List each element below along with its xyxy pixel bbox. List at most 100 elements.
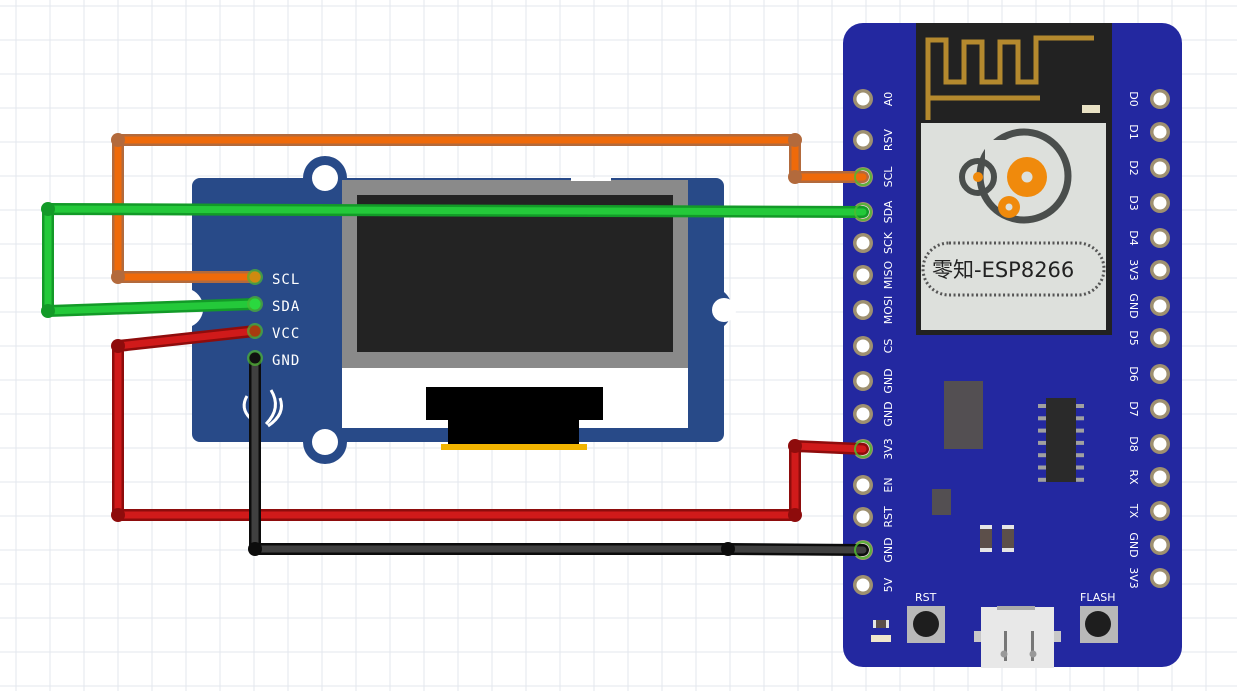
esp-pin-label: MISO — [882, 260, 895, 289]
seeed-logo — [242, 389, 283, 428]
flash-button[interactable] — [1080, 606, 1118, 643]
wire-endpoint — [854, 541, 872, 559]
oled-flex-cable-tail — [448, 419, 579, 444]
esp-pin-left-mosi[interactable]: MOSI — [853, 296, 895, 324]
wires — [41, 133, 872, 559]
esp-pin-label: D2 — [1127, 160, 1140, 175]
esp-pin-right-gnd[interactable]: GND — [1127, 293, 1170, 319]
esp-pin-right-d0[interactable]: D0 — [1127, 89, 1170, 109]
esp-pin-left-sck[interactable]: SCK — [853, 231, 895, 254]
esp-pin-left-a0[interactable]: A0 — [853, 89, 895, 109]
wire-bendpoint[interactable] — [721, 542, 735, 556]
oled-flex-cable — [426, 387, 603, 420]
module-led — [1082, 105, 1100, 113]
wifi-antenna — [925, 35, 1094, 120]
esp-pin-right-d8[interactable]: D8 — [1127, 434, 1170, 454]
esp-pin-label: 3V3 — [1127, 259, 1140, 281]
esp-pin-right-d3[interactable]: D3 — [1127, 193, 1170, 213]
esp-pin-label: 3V3 — [1127, 567, 1140, 589]
esp-pin-label: D0 — [1127, 91, 1140, 106]
micro-usb-port[interactable] — [974, 606, 1061, 668]
oled-pin-vcc[interactable] — [247, 323, 263, 339]
vcc-wire[interactable] — [111, 325, 872, 522]
esp-pin-label: D4 — [1127, 230, 1140, 245]
capacitor-2 — [1002, 525, 1014, 552]
esp-pin-right-3v3[interactable]: 3V3 — [1127, 259, 1170, 281]
esp-pin-left-rsv[interactable]: RSV — [853, 128, 895, 151]
oled-module[interactable]: SCL SDA VCC GND — [192, 156, 736, 464]
oled-pin-sda[interactable] — [247, 296, 263, 312]
esp-pin-left-gnd[interactable]: GND — [853, 401, 895, 427]
oled-pin-label-sda: SDA — [272, 299, 300, 315]
mount-hole-bottom — [312, 429, 338, 455]
esp-pin-right-gnd[interactable]: GND — [1127, 532, 1170, 558]
esp-pin-left-cs[interactable]: CS — [853, 336, 895, 356]
esp-pin-right-d2[interactable]: D2 — [1127, 158, 1170, 178]
wire-endpoint — [854, 203, 872, 221]
brand-frame — [921, 241, 1106, 297]
voltage-regulator — [944, 381, 983, 449]
esp-pin-label: RX — [1127, 469, 1140, 485]
esp-pin-left-en[interactable]: EN — [853, 475, 895, 495]
esp-pin-label: GND — [1127, 293, 1140, 318]
usb-serial-ic — [1038, 398, 1084, 482]
esp-pin-label: SCL — [882, 166, 895, 188]
wire-bendpoint[interactable] — [111, 270, 125, 284]
esp-pin-label: GND — [882, 368, 895, 393]
scl-wire[interactable] — [111, 133, 872, 284]
sda-wire[interactable] — [41, 202, 872, 318]
rst-button[interactable] — [907, 606, 945, 643]
esp-pin-right-d4[interactable]: D4 — [1127, 228, 1170, 248]
wire-bendpoint[interactable] — [111, 508, 125, 522]
small-chip — [932, 489, 951, 515]
esp-pin-right-tx[interactable]: TX — [1127, 501, 1170, 521]
capacitor-1 — [980, 525, 992, 552]
esp-pin-label: D3 — [1127, 195, 1140, 210]
rst-button-label: RST — [915, 591, 937, 604]
brand-text: 零知-ESP8266 — [932, 258, 1074, 282]
esp-pin-label: 5V — [882, 577, 895, 592]
wire-bendpoint[interactable] — [111, 133, 125, 147]
wire-endpoint — [854, 168, 872, 186]
esp-pin-right-d6[interactable]: D6 — [1127, 364, 1170, 384]
smd-resistor — [873, 620, 889, 628]
esp-pin-label: D1 — [1127, 124, 1140, 139]
esp-pin-label: RSV — [882, 128, 895, 151]
esp-pin-label: RST — [882, 506, 895, 528]
oled-pin-gnd[interactable] — [247, 350, 263, 366]
wire-bendpoint[interactable] — [41, 304, 55, 318]
zero-know-logo — [959, 128, 1072, 224]
gnd-wire[interactable] — [248, 352, 872, 559]
wire-bendpoint[interactable] — [41, 202, 55, 216]
esp-pin-label: D8 — [1127, 436, 1140, 451]
wire-bendpoint[interactable] — [788, 439, 802, 453]
esp-pin-right-d7[interactable]: D7 — [1127, 399, 1170, 419]
esp-pin-right-3v3[interactable]: 3V3 — [1127, 567, 1170, 589]
esp-pin-left-miso[interactable]: MISO — [853, 260, 895, 289]
oled-screen — [357, 195, 673, 352]
esp8266-board[interactable]: 零知-ESP8266 RST FLASH — [843, 23, 1182, 668]
oled-pin-label-gnd: GND — [272, 353, 300, 369]
esp-pin-right-rx[interactable]: RX — [1127, 467, 1170, 487]
esp-pin-label: SDA — [882, 200, 895, 223]
esp-pin-left-gnd[interactable]: GND — [853, 368, 895, 394]
esp-pin-label: GND — [882, 401, 895, 426]
esp-pin-left-rst[interactable]: RST — [853, 506, 895, 528]
esp-pin-right-d1[interactable]: D1 — [1127, 122, 1170, 142]
esp-pin-label: D6 — [1127, 366, 1140, 381]
esp-pin-label: TX — [1127, 503, 1140, 519]
esp-pin-right-d5[interactable]: D5 — [1127, 328, 1170, 348]
wire-bendpoint[interactable] — [111, 339, 125, 353]
wire-bendpoint[interactable] — [248, 542, 262, 556]
esp-pin-label: GND — [882, 537, 895, 562]
wire-bendpoint[interactable] — [788, 170, 802, 184]
wire-bendpoint[interactable] — [788, 133, 802, 147]
mount-hole-right — [712, 298, 736, 322]
wire-bendpoint[interactable] — [788, 508, 802, 522]
esp-pin-left-5v[interactable]: 5V — [853, 575, 895, 595]
oled-pin-label-vcc: VCC — [272, 326, 300, 342]
oled-screen-notch — [571, 178, 611, 181]
oled-pin-scl[interactable] — [247, 269, 263, 285]
flash-button-label: FLASH — [1080, 591, 1116, 604]
